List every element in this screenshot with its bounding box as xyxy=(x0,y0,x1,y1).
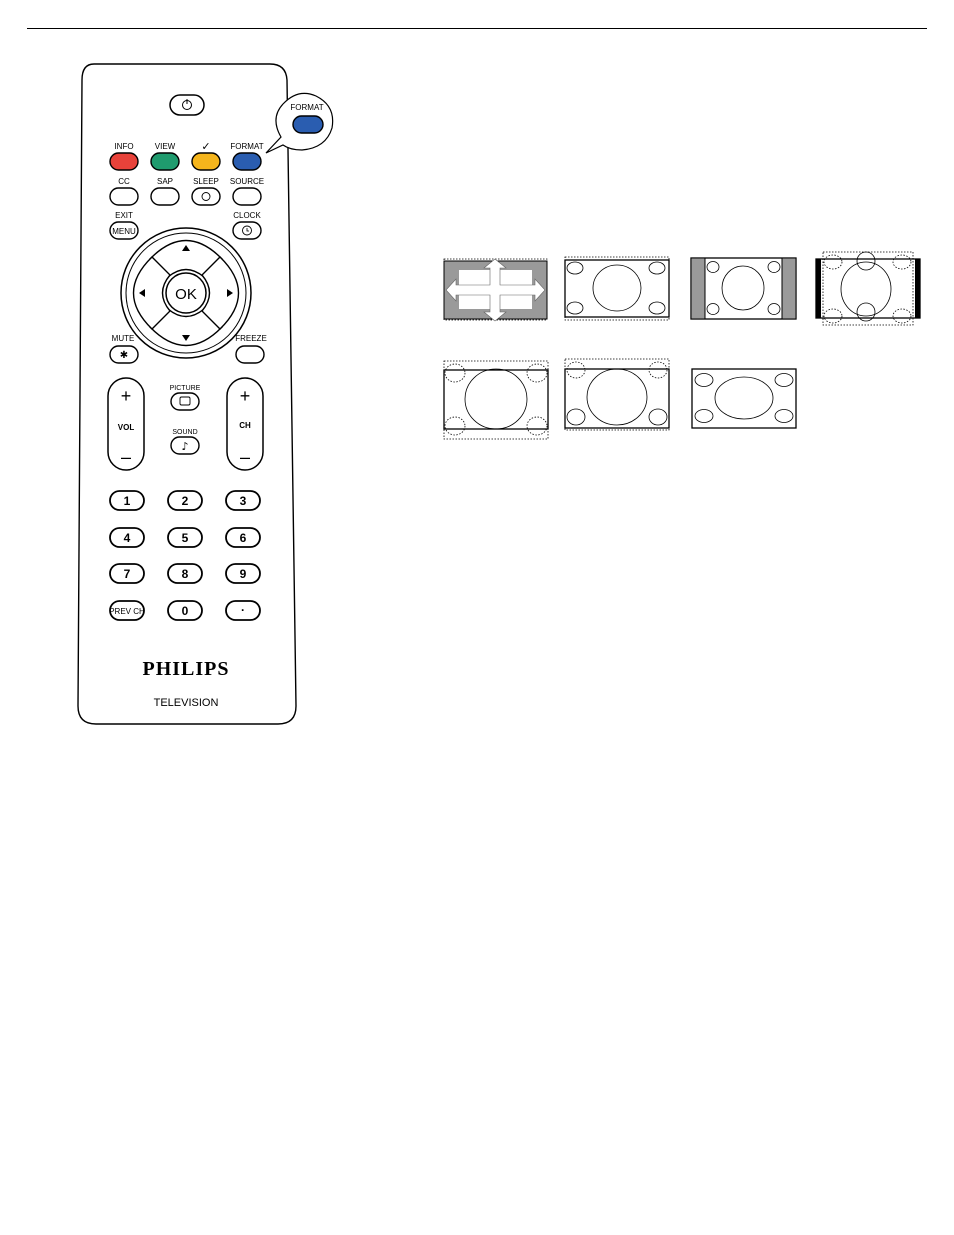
brand-subtitle: TELEVISION xyxy=(154,697,219,709)
digit-0-label: 0 xyxy=(182,604,189,618)
format-zoom-diagram xyxy=(816,252,920,325)
format-super-zoom-diagram xyxy=(565,359,669,430)
digit-7-label: 7 xyxy=(124,567,131,581)
format-auto-diagram xyxy=(444,259,547,321)
digit-3-label: 3 xyxy=(240,494,247,508)
digit-8-label: 8 xyxy=(182,567,189,581)
format-pillarbox-diagram xyxy=(691,258,796,319)
digit-2-label: 2 xyxy=(182,494,189,508)
format-wide-zoom-diagram xyxy=(444,361,548,439)
digit-1-label: 1 xyxy=(124,494,131,508)
picture-format-diagrams xyxy=(0,0,954,460)
dot-label: · xyxy=(241,603,245,617)
digit-4-label: 4 xyxy=(124,531,131,545)
digit-6-label: 6 xyxy=(240,531,247,545)
format-widescreen-diagram xyxy=(692,369,796,428)
brand-logo: PHILIPS xyxy=(142,658,229,680)
digit-5-label: 5 xyxy=(182,531,189,545)
format-4-3-diagram xyxy=(565,257,669,320)
prev-ch-label: PREV CH xyxy=(109,607,145,616)
digit-9-label: 9 xyxy=(240,567,247,581)
